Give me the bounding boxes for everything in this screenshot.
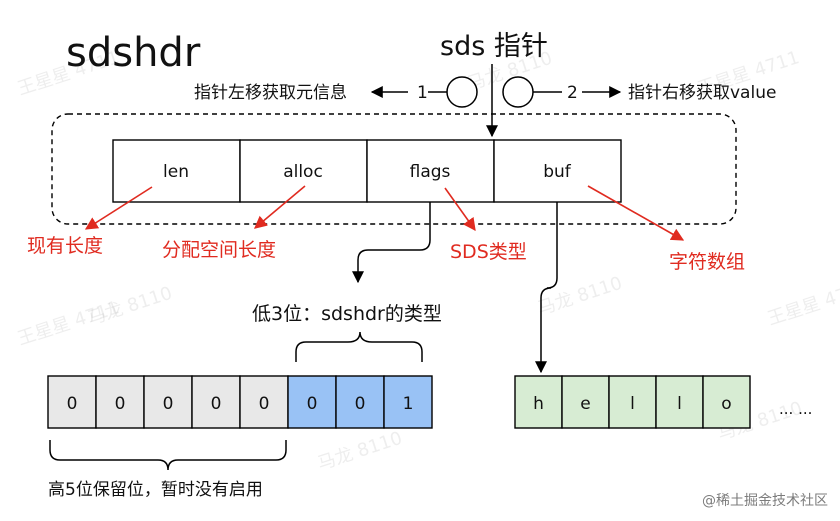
buf-char-value: l <box>630 394 635 414</box>
type-bit-cell <box>383 375 433 429</box>
flag-bit-value: 0 <box>115 394 126 414</box>
step-2-label: 2 <box>567 83 578 103</box>
reserved-bit-cell <box>191 375 241 429</box>
buf-char-value: e <box>580 394 590 414</box>
buf-ellipsis: ... ... <box>779 400 812 418</box>
reserved-bit-cell <box>143 375 193 429</box>
len-note: 现有长度 <box>27 235 103 257</box>
left-move-label: 指针左移获取元信息 <box>194 83 347 103</box>
watermark-text: 马龙 8110 <box>85 283 175 330</box>
buf-char-cell <box>561 375 610 429</box>
buf-char-value: l <box>677 394 682 414</box>
flag-bit-value: 0 <box>259 394 270 414</box>
sdshdr-struct-boundary <box>51 113 737 225</box>
reserved-bits-brace <box>49 440 287 471</box>
low-bits-brace <box>295 331 423 362</box>
type-bit-cell <box>287 375 337 429</box>
left-move-node <box>446 76 478 108</box>
flags-note: SDS类型 <box>450 241 527 263</box>
watermark-text: 马龙 8110 <box>535 273 625 320</box>
flag-bit-value: 0 <box>355 394 366 414</box>
reserved-bit-cell <box>47 375 97 429</box>
step-1-label: 1 <box>417 83 428 103</box>
buf-connector-arrow <box>535 202 558 374</box>
buf-char-cell <box>514 375 563 429</box>
diagram-title: sdshdr <box>66 30 201 76</box>
field-buf-cell <box>493 139 622 203</box>
flag-bit-value: 0 <box>163 394 174 414</box>
alloc-note: 分配空间长度 <box>162 239 276 261</box>
field-flags-cell <box>366 139 495 203</box>
right-move-label: 指针右移获取value <box>628 83 776 103</box>
field-alloc-cell <box>239 139 368 203</box>
flag-bit-value: 0 <box>67 394 78 414</box>
field-flags-label: flags <box>410 162 451 182</box>
field-len-label: len <box>163 162 189 182</box>
flag-bit-value: 0 <box>307 394 318 414</box>
field-len-cell <box>112 139 241 203</box>
buf-char-value: h <box>533 394 544 414</box>
buf-char-cell <box>702 375 751 429</box>
flag-bits-row: 0 0 0 0 0 0 0 1 <box>47 375 433 429</box>
footer-credit: @稀土掘金技术社区 <box>702 493 828 509</box>
reserved-bit-cell <box>239 375 289 429</box>
flag-bit-value: 1 <box>403 394 414 414</box>
low-bits-label: 低3位：sdshdr的类型 <box>252 303 442 325</box>
watermark-text: 马龙 8110 <box>315 428 405 475</box>
watermark-text: 王星星 4711 <box>765 277 840 330</box>
high-bits-label: 高5位保留位，暂时没有启用 <box>48 480 263 500</box>
buf-annotation-arrow <box>587 185 685 241</box>
buf-char-cell <box>655 375 704 429</box>
field-alloc-label: alloc <box>283 162 323 182</box>
flags-annotation-arrow <box>444 187 476 232</box>
header-fields: len alloc flags buf <box>112 139 622 203</box>
right-move-node <box>502 76 534 108</box>
field-buf-label: buf <box>543 162 572 182</box>
len-annotation-arrow <box>84 186 153 230</box>
type-bit-cell <box>335 375 385 429</box>
buf-note: 字符数组 <box>669 251 745 273</box>
sds-pointer-label: sds 指针 <box>440 31 548 62</box>
alloc-annotation-arrow <box>254 185 306 229</box>
flags-connector-arrow <box>352 202 431 284</box>
flag-bit-value: 0 <box>211 394 222 414</box>
buf-char-value: o <box>721 394 731 414</box>
